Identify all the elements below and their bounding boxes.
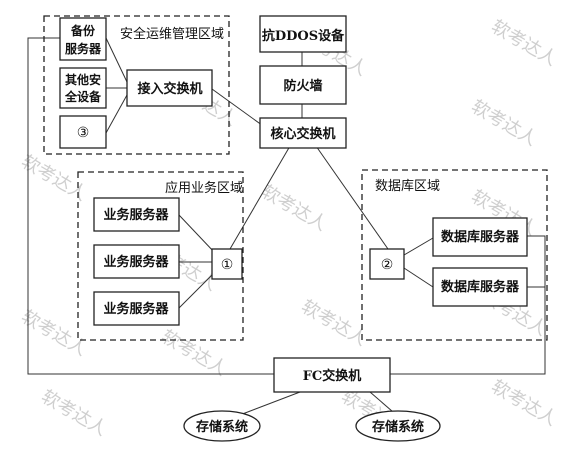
link-core-db bbox=[315, 145, 389, 250]
link-biz1 bbox=[178, 214, 216, 254]
watermark: 软考达人 bbox=[488, 16, 561, 70]
biz-server bbox=[93, 244, 180, 279]
link-db1-fc bbox=[390, 235, 546, 375]
link-db2 bbox=[403, 267, 434, 288]
link-access-core bbox=[211, 88, 267, 129]
app-zone bbox=[77, 171, 244, 341]
biz-server-label: 业务服务器 bbox=[103, 207, 169, 223]
firewall-label: 防火墙 bbox=[283, 78, 322, 94]
fc-switch bbox=[273, 357, 391, 393]
access-switch-label: 接入交换机 bbox=[137, 81, 202, 97]
anti-ddos-label: 抗DDOS设备 bbox=[262, 28, 345, 44]
db-server-label: 数据库服务器 bbox=[441, 279, 520, 295]
storage-system bbox=[355, 410, 441, 442]
other-security-devices bbox=[59, 67, 107, 109]
security-zone bbox=[43, 15, 230, 155]
watermark: 软考达人 bbox=[488, 376, 561, 430]
other-security-line1: 其他安 bbox=[65, 72, 101, 87]
biz-server-label: 业务服务器 bbox=[103, 301, 169, 317]
link-backup-access bbox=[105, 37, 128, 83]
backup-server-line2: 服务器 bbox=[65, 41, 102, 56]
storage-system-label: 存储系统 bbox=[196, 419, 248, 435]
other-security-line2: 全设备 bbox=[64, 89, 102, 104]
storage-system bbox=[183, 410, 261, 442]
watermark: 软考达人 bbox=[468, 96, 541, 150]
watermark: 软考达人 bbox=[258, 181, 331, 235]
anti-ddos-device bbox=[259, 15, 347, 53]
db-server-label: 数据库服务器 bbox=[441, 229, 520, 245]
db-server bbox=[432, 217, 528, 257]
backup-server bbox=[59, 17, 107, 61]
marker-2-label: ② bbox=[381, 257, 394, 273]
backup-server-line1: 备份 bbox=[70, 23, 96, 38]
biz-server bbox=[93, 197, 180, 232]
security-zone-label: 安全运维管理区域 bbox=[120, 26, 224, 42]
firewall bbox=[259, 65, 347, 105]
link-core-app bbox=[229, 145, 291, 250]
db-zone bbox=[361, 169, 548, 341]
marker-2-switch bbox=[369, 248, 405, 280]
watermark: 软考达人 bbox=[38, 386, 111, 440]
link-biz3 bbox=[178, 271, 216, 309]
core-switch-label: 核心交换机 bbox=[270, 126, 335, 142]
fc-switch-label: FC交换机 bbox=[303, 368, 362, 384]
marker-1-label: ① bbox=[221, 257, 234, 273]
biz-server bbox=[93, 291, 180, 326]
marker-3-label: ③ bbox=[77, 125, 90, 141]
biz-server-label: 业务服务器 bbox=[103, 254, 169, 270]
app-zone-label: 应用业务区域 bbox=[165, 180, 243, 196]
marker-1-switch bbox=[211, 248, 243, 280]
zones: 安全运维管理区域 应用业务区域 数据库区域 bbox=[43, 15, 548, 341]
db-server bbox=[432, 267, 528, 307]
storage-system-label: 存储系统 bbox=[372, 419, 424, 435]
link-marker3-access bbox=[105, 94, 128, 134]
devices: 抗DDOS设备 防火墙 核心交换机 备份 服务器 其他安 全设备 ③ 接入交换机… bbox=[59, 15, 528, 442]
core-switch bbox=[259, 117, 347, 149]
marker-3-box bbox=[59, 115, 107, 149]
db-zone-label: 数据库区域 bbox=[375, 178, 440, 194]
access-switch bbox=[126, 69, 213, 107]
link-db1 bbox=[403, 237, 434, 256]
watermark: 软考达人 bbox=[298, 296, 371, 350]
watermark: 软考达人 bbox=[158, 326, 231, 380]
